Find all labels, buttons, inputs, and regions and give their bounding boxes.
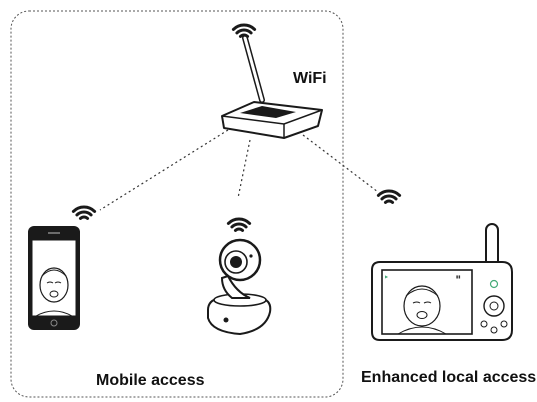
camera-icon: [207, 238, 272, 336]
wifi-signal-icon: [226, 211, 252, 236]
svg-text:▶: ▶: [385, 274, 389, 279]
link-router-monitor: [302, 134, 379, 193]
smartphone-icon: [28, 226, 80, 330]
monitor-icon: ▶ ▮▮: [371, 223, 513, 341]
link-router-camera: [237, 139, 251, 199]
wifi-label: WiFi: [293, 70, 327, 87]
wifi-signal-icon: [376, 183, 402, 208]
svg-text:▮▮: ▮▮: [456, 274, 460, 279]
link-router-phone: [99, 129, 229, 211]
baby-face-icon: [35, 267, 73, 317]
mobile-access-caption: Mobile access: [96, 372, 205, 389]
enhanced-local-access-caption: Enhanced local access: [361, 369, 537, 386]
router-icon: [221, 35, 323, 139]
wifi-signal-icon: [71, 199, 97, 224]
mobile-access-frame: [10, 10, 344, 398]
baby-face-icon: [397, 285, 447, 335]
